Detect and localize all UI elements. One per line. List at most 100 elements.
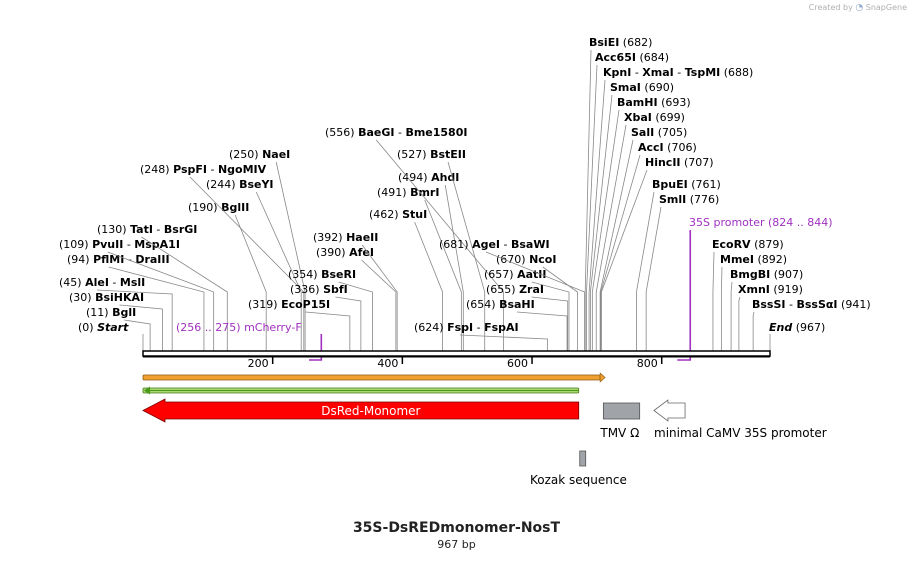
site-name: NcoI (529, 253, 556, 266)
site-label-ncoi: (670) NcoI (496, 253, 556, 266)
site-position: (624) (414, 321, 447, 334)
site-position: (390) (316, 246, 349, 259)
site-position: (879) (751, 238, 784, 251)
site-connector-pflmi (108, 266, 205, 351)
site-position: (690) (641, 81, 674, 94)
orf-arrowhead-green (144, 386, 150, 395)
site-name: BssSαI (796, 298, 837, 311)
site-name: AgeI (472, 238, 500, 251)
site-name: NaeI (262, 148, 290, 161)
site-position: (130) (97, 223, 130, 236)
site-connector-bglii (234, 214, 267, 351)
site-separator: - (631, 66, 642, 79)
site-name: MmeI (720, 253, 754, 266)
site-connector-naei (275, 161, 306, 351)
site-position: (907) (770, 268, 803, 281)
site-position: (250) (229, 148, 262, 161)
site-position: (684) (636, 51, 669, 64)
site-position: (556) (325, 126, 358, 139)
site-separator: - (786, 298, 797, 311)
site-name: BseRI (321, 268, 356, 281)
site-name: BseYI (239, 178, 273, 191)
site-name: XbaI (624, 111, 652, 124)
site-position: (705) (654, 126, 687, 139)
site-name: XmnI (738, 283, 770, 296)
site-connector-bmri (424, 199, 462, 351)
site-label-tati: (130) TatI - BsrGI (97, 223, 197, 236)
site-connector-acci (600, 154, 641, 351)
site-name: AfeI (349, 246, 374, 259)
site-separator: - (124, 253, 135, 266)
site-label-pvuii: (109) PvuII - MspA1I (59, 238, 180, 251)
site-connector-ecorv (712, 251, 715, 351)
site-separator: - (153, 223, 164, 236)
site-connector-pvuii (107, 251, 215, 351)
site-name: PvuII (92, 238, 123, 251)
primer-mark-mcherry-f (308, 334, 323, 361)
site-position: (707) (681, 156, 714, 169)
site-label-alei: (45) AleI - MslI (59, 276, 145, 289)
site-position: (392) (313, 231, 346, 244)
site-label-bmri: (491) BmrI (377, 186, 439, 199)
site-name: BstEII (430, 148, 466, 161)
primer-range: (824 .. 844) (768, 216, 833, 229)
orf-bar-orange (142, 374, 601, 381)
site-name: BsaHI (499, 298, 535, 311)
site-connector-sali (599, 139, 634, 351)
map-title: 35S-DsREDmonomer-NosT (352, 520, 561, 536)
site-label-aatii: (657) AatII (484, 268, 546, 281)
site-label-bseri: (354) BseRI (288, 268, 356, 281)
site-position: (336) (290, 283, 323, 296)
site-name: PspFI (173, 163, 207, 176)
site-label-hincii: HincII (707) (645, 156, 714, 169)
branding-prefix: Created by (808, 3, 853, 12)
feature-tmv-box (602, 402, 641, 420)
site-position: (244) (206, 178, 239, 191)
site-position: (462) (369, 208, 402, 221)
site-connector-bamhi (591, 109, 620, 351)
site-name: BmrI (410, 186, 439, 199)
site-position: (491) (377, 186, 410, 199)
site-label-bsiei: BsiEI (682) (589, 36, 652, 49)
site-label-smli: SmlI (776) (659, 193, 719, 206)
end-name: End (769, 321, 792, 334)
ruler-label-800: 800 (637, 357, 658, 370)
site-position: (654) (466, 298, 499, 311)
site-name: AccI (638, 141, 664, 154)
site-name: SbfI (323, 283, 348, 296)
site-connector-bsihkai (119, 304, 163, 351)
site-label-bamhi: BamHI (693) (617, 96, 691, 109)
site-position: (681) (439, 238, 472, 251)
site-connector-bmgbi (730, 281, 733, 351)
primer-label-mcherry-f: (256 .. 275) mCherry-F (176, 321, 302, 334)
site-name: SalI (631, 126, 654, 139)
site-label-bsssi: BssSI - BssSαI (941) (752, 298, 871, 311)
site-connector-pspfi (189, 176, 305, 351)
site-connector-bseyi (255, 191, 302, 351)
site-label-bglii: (190) BglII (188, 201, 249, 214)
site-name: BsaWI (511, 238, 550, 251)
orf-arrowhead-orange (599, 372, 606, 383)
site-connector-acc65i (586, 64, 598, 351)
site-separator: - (500, 238, 511, 251)
site-position: (693) (658, 96, 691, 109)
site-name: XmaI (642, 66, 673, 79)
site-name: SmlI (659, 193, 686, 206)
site-label-bsteii: (527) BstEII (397, 148, 466, 161)
site-position: (761) (688, 178, 721, 191)
site-connector-ecop15i (305, 311, 351, 351)
site-name: EcoP15I (281, 298, 330, 311)
site-connector-mmei (720, 266, 723, 351)
site-label-kpni: KpnI - XmaI - TspMI (688) (603, 66, 753, 79)
site-connector-fspi (460, 334, 549, 351)
primer-range: (256 .. 275) (176, 321, 244, 334)
site-label-naei: (250) NaeI (229, 148, 290, 161)
site-name: BsiEI (589, 36, 619, 49)
site-connector-xmni (738, 296, 741, 351)
site-label-smai: SmaI (690) (610, 81, 674, 94)
site-position: (688) (720, 66, 753, 79)
site-name: DraIII (135, 253, 169, 266)
site-connector-haeii (361, 244, 398, 351)
site-name: ZraI (519, 283, 544, 296)
